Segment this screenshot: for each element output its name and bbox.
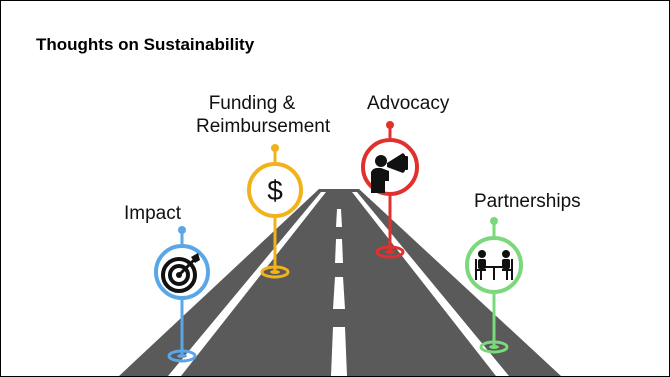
partnerships-label: Partnerships: [474, 191, 581, 212]
funding-label-line-2: Reimbursement: [196, 116, 331, 137]
megaphone-speaker-icon: [371, 153, 408, 193]
target-icon: [161, 253, 200, 293]
meeting-table-icon: [475, 250, 513, 280]
road-edge-left: [168, 192, 326, 376]
funding-pin: [247, 144, 303, 279]
dollar-icon: $: [267, 175, 283, 206]
funding-reimbursement-label: Funding & Reimbursement: [196, 92, 331, 138]
slide-title: Thoughts on Sustainability: [36, 35, 255, 54]
impact-label: Impact: [124, 203, 182, 224]
funding-label-line-1: Funding &: [208, 93, 296, 114]
road-center-dashes: [331, 209, 347, 376]
advocacy-label: Advocacy: [367, 93, 450, 114]
